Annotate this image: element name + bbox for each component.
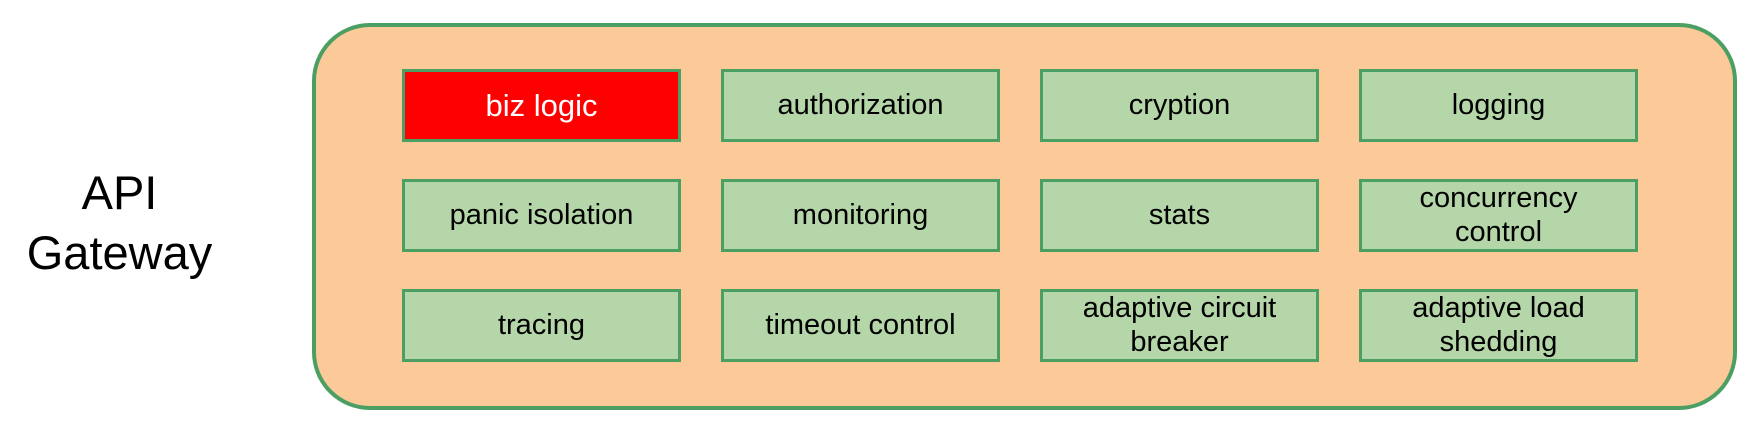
module-box-timeout-control: timeout control (721, 289, 1000, 362)
api-gateway-title: API Gateway (26, 166, 213, 279)
module-box-panic-isolation: panic isolation (402, 179, 681, 252)
module-box-monitoring: monitoring (721, 179, 1000, 252)
module-box-logging: logging (1359, 69, 1638, 142)
module-box-cryption: cryption (1040, 69, 1319, 142)
module-box-authorization: authorization (721, 69, 1000, 142)
module-grid: biz logic authorization cryption logging… (402, 69, 1638, 362)
module-box-biz-logic: biz logic (402, 69, 681, 142)
module-box-concurrency-control: concurrency control (1359, 179, 1638, 252)
module-box-adaptive-circuit-breaker: adaptive circuit breaker (1040, 289, 1319, 362)
module-box-stats: stats (1040, 179, 1319, 252)
api-gateway-container: biz logic authorization cryption logging… (312, 23, 1737, 410)
module-box-adaptive-load-shedding: adaptive load shedding (1359, 289, 1638, 362)
module-box-tracing: tracing (402, 289, 681, 362)
